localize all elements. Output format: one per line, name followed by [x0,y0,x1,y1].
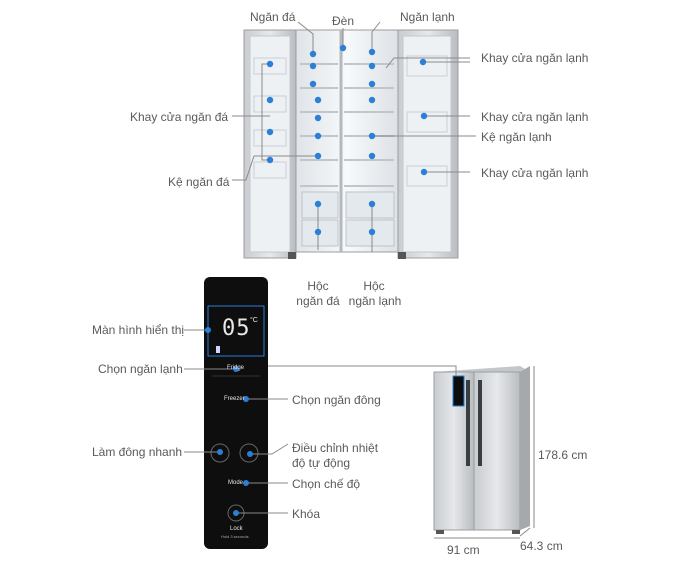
label-ngan-lanh: Ngăn lạnh [400,10,455,24]
label-ke-ngan-da: Kệ ngăn đá [168,175,230,189]
dimension-depth: 64.3 cm [520,539,563,553]
label-khay-cua-ngan-lanh-3: Khay cửa ngăn lạnh [481,166,589,180]
panel-leader-lines [184,329,289,514]
label-ngan-da: Ngăn đá [250,10,296,24]
label-khay-cua-ngan-lanh-1: Khay cửa ngăn lạnh [481,51,589,65]
label-lam-dong-nhanh: Làm đông nhanh [92,445,183,459]
panel-mode-button[interactable]: Mode [228,480,244,486]
label-den: Đèn [332,14,355,28]
fridge-dots [266,44,428,236]
panel-lock-button[interactable]: Lock [230,526,243,532]
label-chon-che-do: Chọn chế độ [292,477,361,491]
panel-freezer-button[interactable]: Freezer [224,396,245,402]
dimension-width: 91 cm [447,543,480,557]
label-khay-cua-ngan-da: Khay cửa ngăn đá [130,110,229,124]
label-khoa: Khóa [292,507,321,521]
panel-temperature-unit: °C [250,317,258,324]
fridge-leader-lines [232,21,476,252]
panel-lock-hint: Hold 3 seconds [221,534,249,539]
panel-fridge-button[interactable]: Fridge [227,365,245,371]
label-hoc-ngan-lanh-line1: Hộc [363,279,385,293]
closed-fridge-illustration [433,366,530,534]
label-dieu-chinh-line2: độ tự động [292,456,351,470]
dimension-lines [268,365,535,539]
label-hoc-ngan-lanh-line2: ngăn lạnh [348,294,402,308]
label-dieu-chinh-line1: Điều chỉnh nhiệt [292,441,379,455]
label-hoc-ngan-da-line2: ngăn đá [296,294,340,308]
panel-dots [205,327,253,516]
label-man-hinh: Màn hình hiển thị [92,323,185,337]
label-khay-cua-ngan-lanh-2: Khay cửa ngăn lạnh [481,110,589,124]
label-chon-ngan-lanh: Chọn ngăn lạnh [98,362,183,376]
label-chon-ngan-dong: Chọn ngăn đông [292,393,381,407]
open-fridge-illustration [243,29,459,259]
panel-temperature-display: 05 [222,316,251,341]
dimension-height: 178.6 cm [538,448,588,462]
label-ke-ngan-lanh: Kệ ngăn lạnh [481,130,552,144]
control-panel-illustration [204,277,268,549]
label-hoc-ngan-da-line1: Hộc [307,279,329,293]
